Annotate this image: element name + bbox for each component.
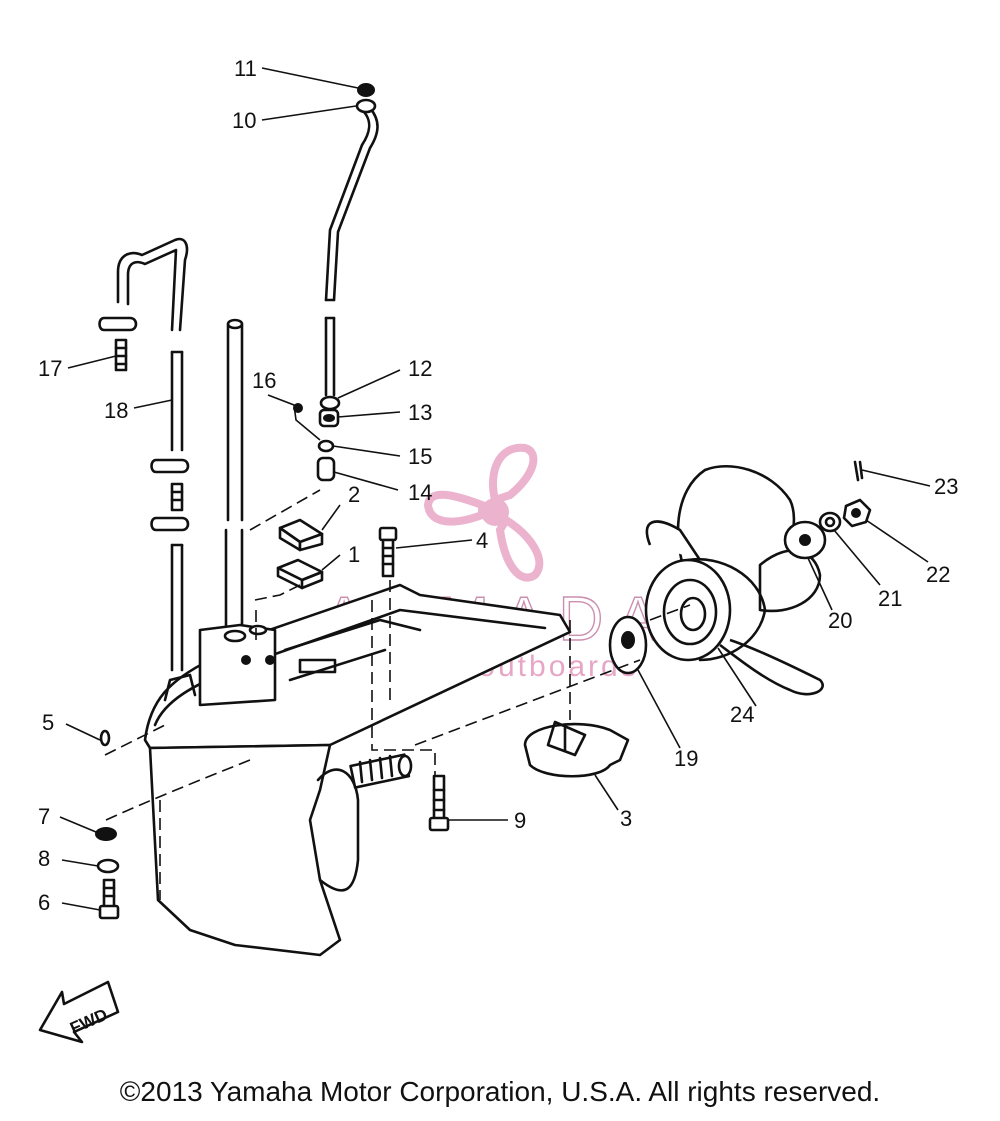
part-5-plug bbox=[99, 729, 111, 747]
label-part-10: 10 bbox=[232, 108, 256, 133]
label-part-4: 4 bbox=[476, 528, 488, 553]
part-13-collar bbox=[318, 408, 340, 428]
part-10-grommet bbox=[355, 98, 377, 114]
part-15-clip bbox=[317, 439, 335, 453]
label-part-16: 16 bbox=[252, 368, 276, 393]
leader-lines bbox=[59, 67, 931, 911]
label-part-13: 13 bbox=[408, 400, 432, 425]
part-18-water-hose bbox=[116, 237, 189, 672]
fwd-arrow-icon: FWD bbox=[38, 980, 120, 1044]
label-part-18: 18 bbox=[104, 398, 128, 423]
hose-clamp-upper bbox=[98, 316, 138, 332]
part-2-anode bbox=[278, 518, 324, 552]
part-8-washer bbox=[96, 858, 120, 874]
part-1-spacer bbox=[276, 558, 324, 590]
part-number-labels: 11 10 17 18 16 12 13 15 14 2 1 4 5 7 8 6… bbox=[38, 56, 958, 915]
label-part-15: 15 bbox=[408, 444, 432, 469]
part-4-bolt bbox=[378, 526, 398, 578]
assembly-lines bbox=[104, 489, 691, 900]
part-19-thrust-washer bbox=[608, 615, 648, 675]
label-part-23: 23 bbox=[934, 474, 958, 499]
label-part-21: 21 bbox=[878, 586, 902, 611]
part-22-nut bbox=[842, 498, 872, 528]
label-part-9: 9 bbox=[514, 808, 526, 833]
part-3-trim-tab bbox=[523, 720, 630, 778]
watermark-logo bbox=[423, 443, 544, 582]
shift-rod-cable bbox=[324, 106, 379, 397]
hose-clamp-mid bbox=[150, 458, 190, 532]
label-part-17: 17 bbox=[38, 356, 62, 381]
label-part-3: 3 bbox=[620, 806, 632, 831]
part-23-cotter-pin bbox=[853, 460, 864, 482]
part-14-joint bbox=[316, 456, 336, 482]
part-17-grommet bbox=[114, 338, 128, 372]
label-part-8: 8 bbox=[38, 846, 50, 871]
label-part-5: 5 bbox=[42, 710, 54, 735]
lower-unit-housing bbox=[143, 583, 572, 957]
label-part-2: 2 bbox=[348, 482, 360, 507]
label-part-14: 14 bbox=[408, 480, 432, 505]
part-12-nut bbox=[319, 395, 341, 411]
label-part-19: 19 bbox=[674, 746, 698, 771]
copyright-notice: ©2013 Yamaha Motor Corporation, U.S.A. A… bbox=[119, 1076, 881, 1107]
label-part-22: 22 bbox=[926, 562, 950, 587]
part-11-cap bbox=[357, 83, 375, 97]
label-part-24: 24 bbox=[730, 702, 754, 727]
part-20-washer bbox=[783, 520, 827, 560]
part-24-propeller bbox=[644, 464, 824, 696]
label-part-20: 20 bbox=[828, 608, 852, 633]
label-part-11: 11 bbox=[234, 56, 257, 81]
part-9-bolt bbox=[428, 774, 450, 832]
label-part-6: 6 bbox=[38, 890, 50, 915]
label-part-7: 7 bbox=[38, 804, 50, 829]
label-part-1: 1 bbox=[348, 542, 360, 567]
part-21-spacer bbox=[818, 511, 842, 533]
part-6-bolt bbox=[98, 878, 120, 920]
drive-shaft bbox=[224, 318, 244, 642]
part-7-gasket bbox=[95, 827, 117, 841]
label-part-12: 12 bbox=[408, 356, 432, 381]
